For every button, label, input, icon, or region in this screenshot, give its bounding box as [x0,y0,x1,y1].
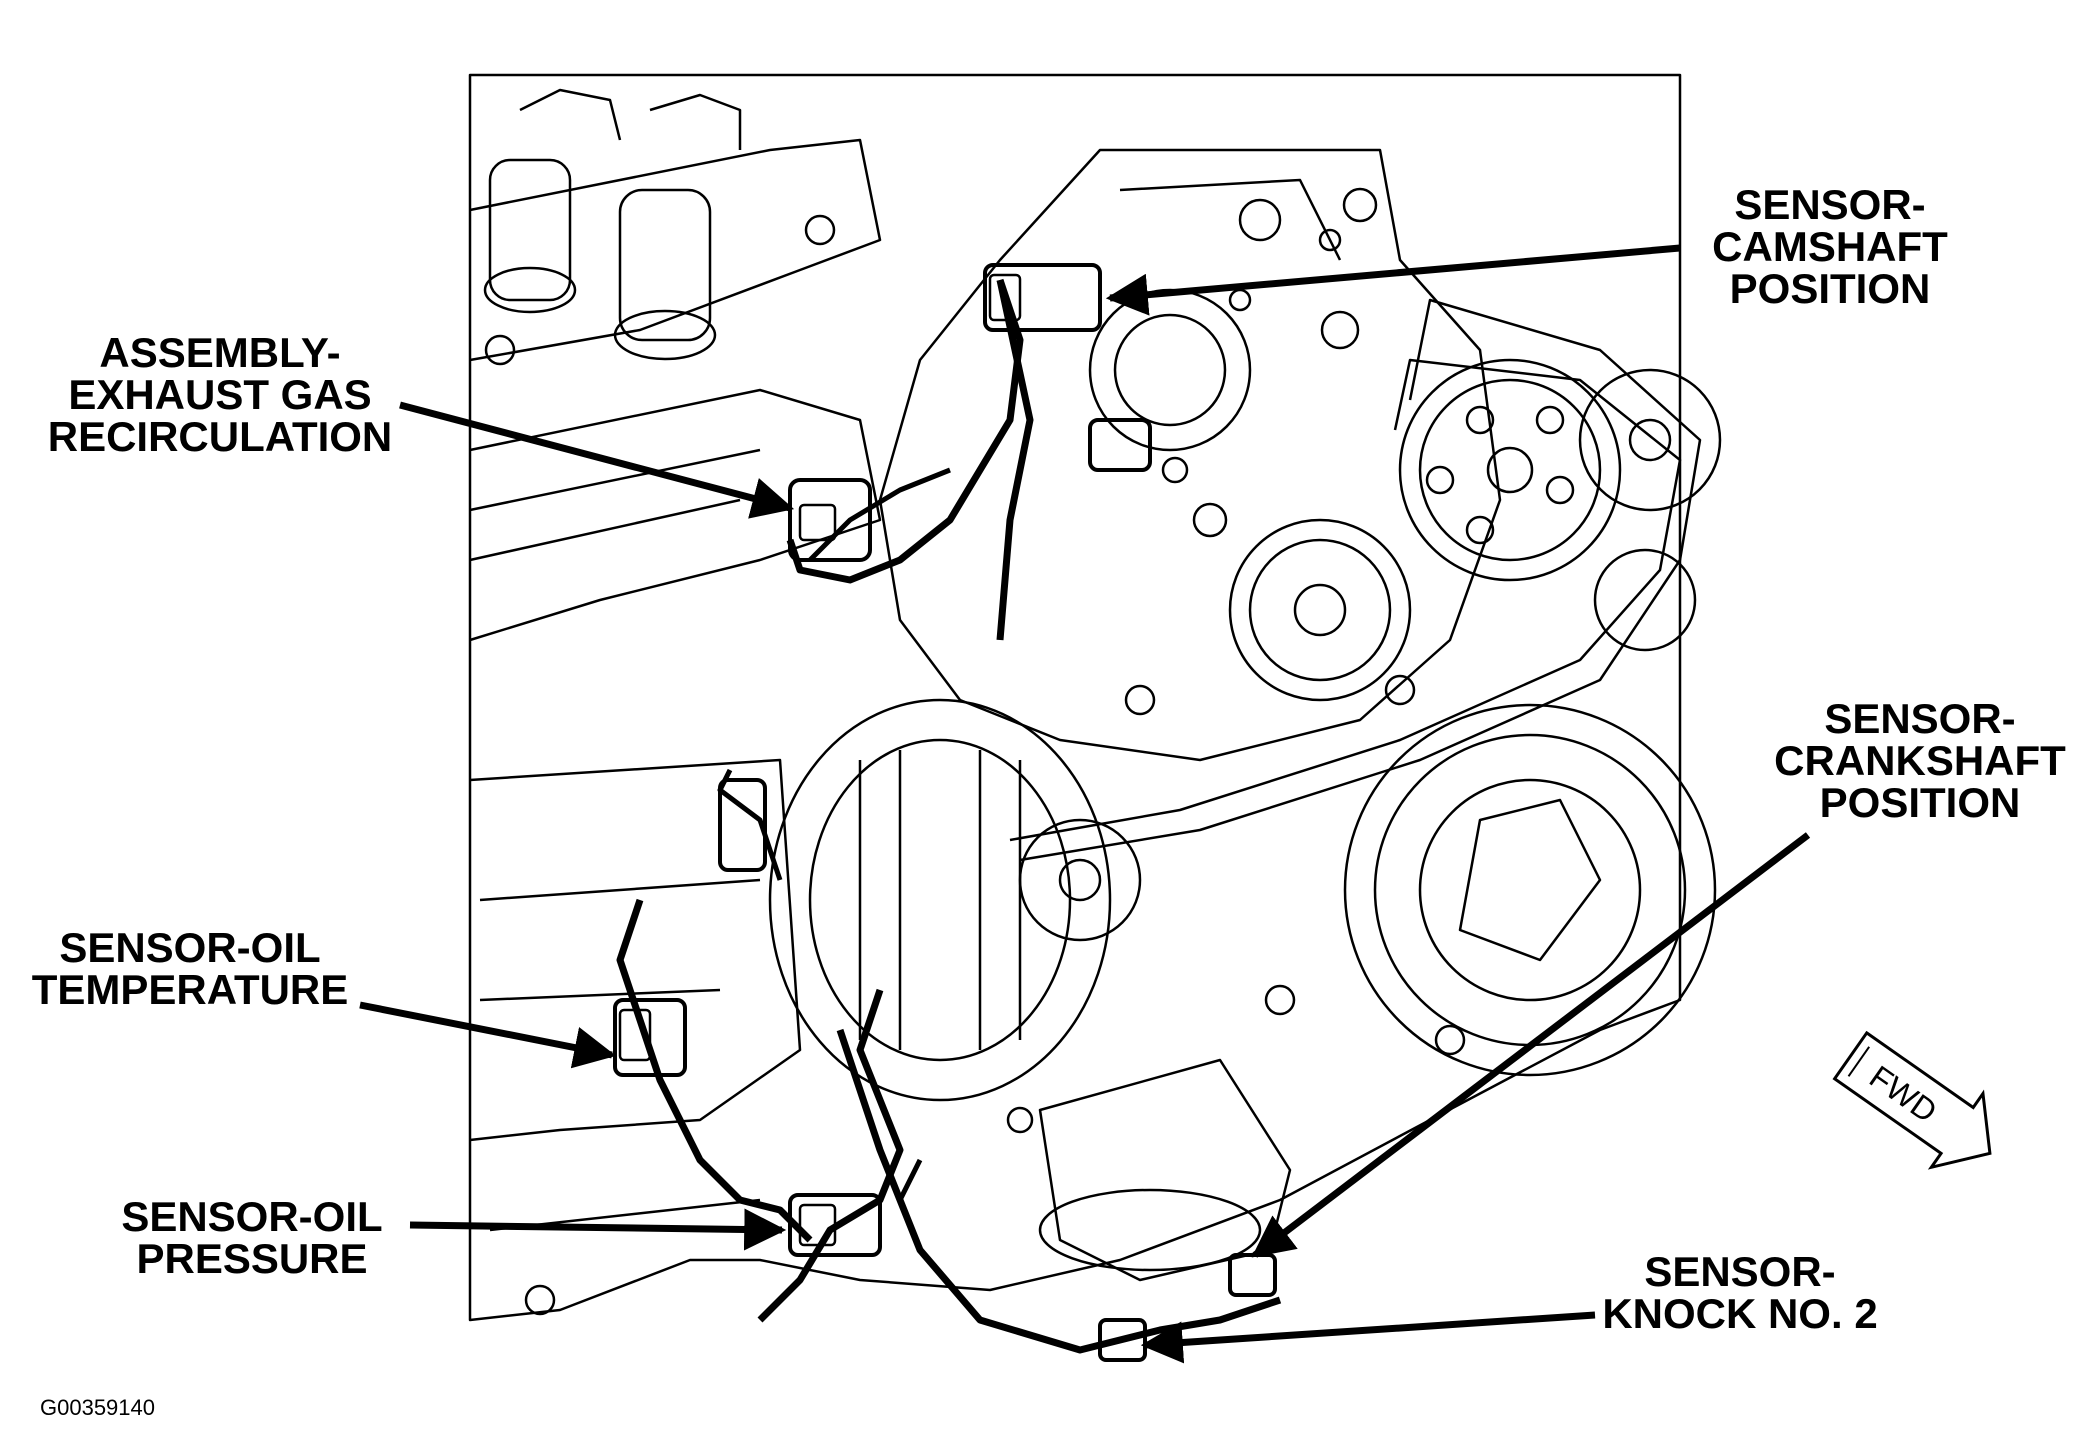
label-line: RECIRCULATION [47,413,393,460]
arrow-oil-pressure [409,1208,787,1251]
label-camshaft-position: SENSOR- CAMSHAFT POSITION [1680,184,1980,310]
label-line: SENSOR-OIL [59,924,321,971]
engine-illustration [468,73,1722,1362]
label-oil-pressure: SENSOR-OIL PRESSURE [102,1196,402,1280]
arrow-knock [1140,1311,1596,1364]
arrow-camshaft [1105,244,1681,316]
arrow-crankshaft [1251,832,1811,1258]
label-line: SENSOR-OIL [121,1193,383,1240]
arrow-oil-temp [359,1001,617,1069]
fwd-direction-arrow: FWD [1832,1030,1992,1170]
label-crankshaft-position: SENSOR- CRANKSHAFT POSITION [1760,698,2080,824]
label-line: POSITION [1729,265,1931,312]
label-line: EXHAUST GAS [68,371,372,418]
figure-id: G00359140 [40,1395,155,1420]
label-line: PRESSURE [136,1235,368,1282]
label-line: KNOCK NO. 2 [1602,1290,1878,1337]
label-knock-sensor: SENSOR- KNOCK NO. 2 [1590,1251,1890,1335]
leader-arrows [359,244,1811,1364]
label-egr-assembly: ASSEMBLY- EXHAUST GAS RECIRCULATION [30,332,410,458]
label-line: SENSOR- [1644,1248,1836,1295]
arrow-egr [399,401,795,519]
label-oil-temperature: SENSOR-OIL TEMPERATURE [30,927,350,1011]
label-line: SENSOR- [1734,181,1926,228]
label-line: POSITION [1819,779,2021,826]
label-line: CAMSHAFT [1712,223,1948,270]
label-line: SENSOR- [1824,695,2016,742]
label-line: ASSEMBLY- [99,329,341,376]
label-line: CRANKSHAFT [1774,737,2066,784]
label-line: TEMPERATURE [31,966,349,1013]
